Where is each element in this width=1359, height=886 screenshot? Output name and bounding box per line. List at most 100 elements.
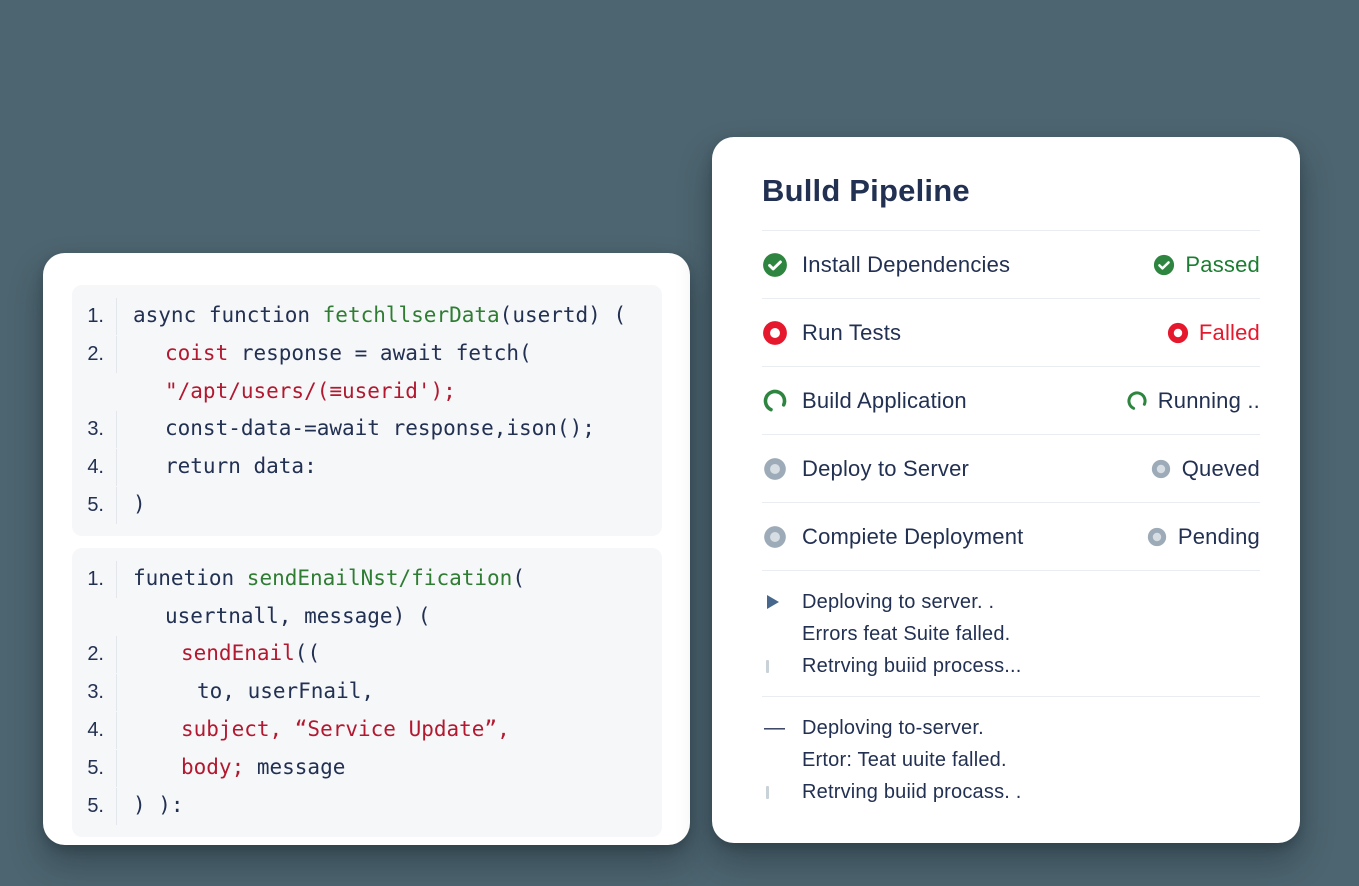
log-marker [762, 659, 802, 673]
code-segment: usertnall, message) ( [165, 604, 431, 628]
log-text: Retrving buiid procass. . [802, 780, 1022, 803]
code-line: 1.funetion sendEnailNst/fication( [72, 560, 662, 598]
code-text: funetion sendEnailNst/fication( [117, 560, 525, 597]
code-text: body; message [117, 749, 345, 786]
code-line: usertnall, message) ( [72, 598, 662, 635]
code-text: usertnall, message) ( [117, 598, 431, 635]
log-text: Retrving buiid process... [802, 654, 1022, 677]
expand-triangle-icon[interactable] [767, 595, 779, 609]
code-segment: message [244, 755, 346, 779]
step-status: Passed [1153, 252, 1260, 278]
code-segment: to, userFnail, [197, 679, 375, 703]
code-blocks: 1.async function fetchllserData(usertd) … [72, 285, 662, 837]
pipeline-step-row: Deploy to Server Queved [762, 435, 1260, 503]
line-number: 5. [72, 487, 117, 524]
line-number: 4. [72, 449, 117, 486]
line-number: 1. [72, 298, 117, 335]
code-segment: async function [133, 303, 323, 327]
queued-donut-icon [1150, 458, 1172, 480]
spinner-icon [1126, 390, 1148, 412]
pipeline-step-row: Compiete Deployment Pending [762, 503, 1260, 571]
code-text: ) [117, 486, 146, 523]
check-circle-icon [762, 252, 788, 278]
step-left: Deploy to Server [762, 456, 969, 482]
log-line: Errors feat Suite falled. [762, 618, 1260, 650]
pipeline-step-row: Build Application Running .. [762, 367, 1260, 435]
code-block: 1.async function fetchllserData(usertd) … [72, 285, 662, 536]
code-segment: response = await fetch( [228, 341, 532, 365]
dash-marker-icon: — [764, 716, 785, 739]
step-status: Pending [1146, 524, 1260, 550]
code-line: 5. ) ): [72, 787, 662, 825]
log-marker: — [762, 716, 802, 740]
code-text: subject, “Service Update”, [117, 711, 510, 748]
step-left: Compiete Deployment [762, 524, 1023, 550]
pipeline-logs: Deploving to server. . Errors feat Suite … [762, 571, 1260, 822]
log-text: Errors feat Suite falled. [802, 622, 1011, 645]
log-text: Ertor: Teat uuite falled. [802, 748, 1007, 771]
code-text: ) ): [117, 787, 184, 824]
pipeline-step-row: Install Dependencies Passed [762, 231, 1260, 299]
line-number: 2. [72, 636, 117, 673]
log-line: Retrving buiid process... [762, 650, 1260, 682]
code-segment: ) ): [133, 793, 184, 817]
code-text: coist response = await fetch( [117, 335, 532, 372]
line-number: 2. [72, 336, 117, 373]
step-left: Build Application [762, 388, 967, 414]
log-marker [762, 785, 802, 799]
status-badge: Falled [1198, 319, 1260, 345]
code-segment: const-data-=await response,ison(); [165, 416, 595, 440]
line-number: 4. [72, 712, 117, 749]
build-pipeline-card: Bulld Pipeline Install Dependencies Passe… [712, 137, 1300, 843]
step-left: Run Tests [762, 320, 901, 346]
log-line: Retrving buiid procass. . [762, 776, 1260, 808]
code-segment: (( [294, 641, 321, 665]
status-badge: Pending [1177, 523, 1260, 549]
code-line: 2.coist response = await fetch( [72, 335, 662, 373]
code-text: const-data-=await response,ison(); [117, 410, 595, 447]
log-line: — Deploving to-server. [762, 712, 1260, 744]
step-label: Install Dependencies [802, 251, 1011, 277]
queued-donut-icon [762, 524, 788, 550]
status-badge: Running .. [1157, 387, 1260, 413]
log-text: Deploving to-server. [802, 716, 984, 739]
code-segment: ( [512, 566, 525, 590]
line-number: 5. [72, 788, 117, 825]
line-number: 3. [72, 674, 117, 711]
code-editor-card: 1.async function fetchllserData(usertd) … [43, 253, 690, 845]
code-segment: coist [165, 341, 229, 365]
code-segment: sendEnail [181, 641, 295, 665]
fail-circle-icon [762, 320, 788, 346]
code-line: 1.async function fetchllserData(usertd) … [72, 297, 662, 335]
code-text: to, userFnail, [117, 673, 374, 710]
step-status: Running .. [1126, 388, 1260, 414]
tick-marker-icon [766, 785, 769, 799]
log-line: Ertor: Teat uuite falled. [762, 744, 1260, 776]
fail-circle-icon [1167, 322, 1189, 344]
step-label: Deploy to Server [802, 455, 970, 481]
code-line: 5.body; message [72, 749, 662, 787]
step-label: Build Application [802, 387, 967, 413]
code-line: 2.sendEnail(( [72, 635, 662, 673]
step-status: Queved [1150, 456, 1260, 482]
log-block: — Deploving to-server. Ertor: Teat uuite f… [762, 697, 1260, 822]
code-line: 4.subject, “Service Update”, [72, 711, 662, 749]
queued-donut-icon [762, 456, 788, 482]
code-block: 1.funetion sendEnailNst/fication( usertna… [72, 548, 662, 837]
queued-donut-icon [1146, 526, 1168, 548]
pipeline-title: Bulld Pipeline [762, 171, 1260, 231]
log-line: Deploving to server. . [762, 586, 1260, 618]
code-segment: ) [133, 492, 146, 516]
code-segment: sendEnailNst/fication [246, 566, 513, 590]
code-text: async function fetchllserData(usertd) ( [117, 297, 626, 334]
status-badge: Passed [1185, 251, 1260, 277]
code-segment: (usertd) ( [499, 303, 627, 327]
check-circle-icon [1153, 254, 1175, 276]
code-line: 4.return data: [72, 448, 662, 486]
code-line: 3. to, userFnail, [72, 673, 662, 711]
code-text: return data: [117, 448, 317, 485]
status-badge: Queved [1181, 455, 1260, 481]
step-label: Compiete Deployment [802, 523, 1024, 549]
code-line: "/apt/users/(≡userid'); [72, 373, 662, 410]
code-text: sendEnail(( [117, 635, 320, 672]
